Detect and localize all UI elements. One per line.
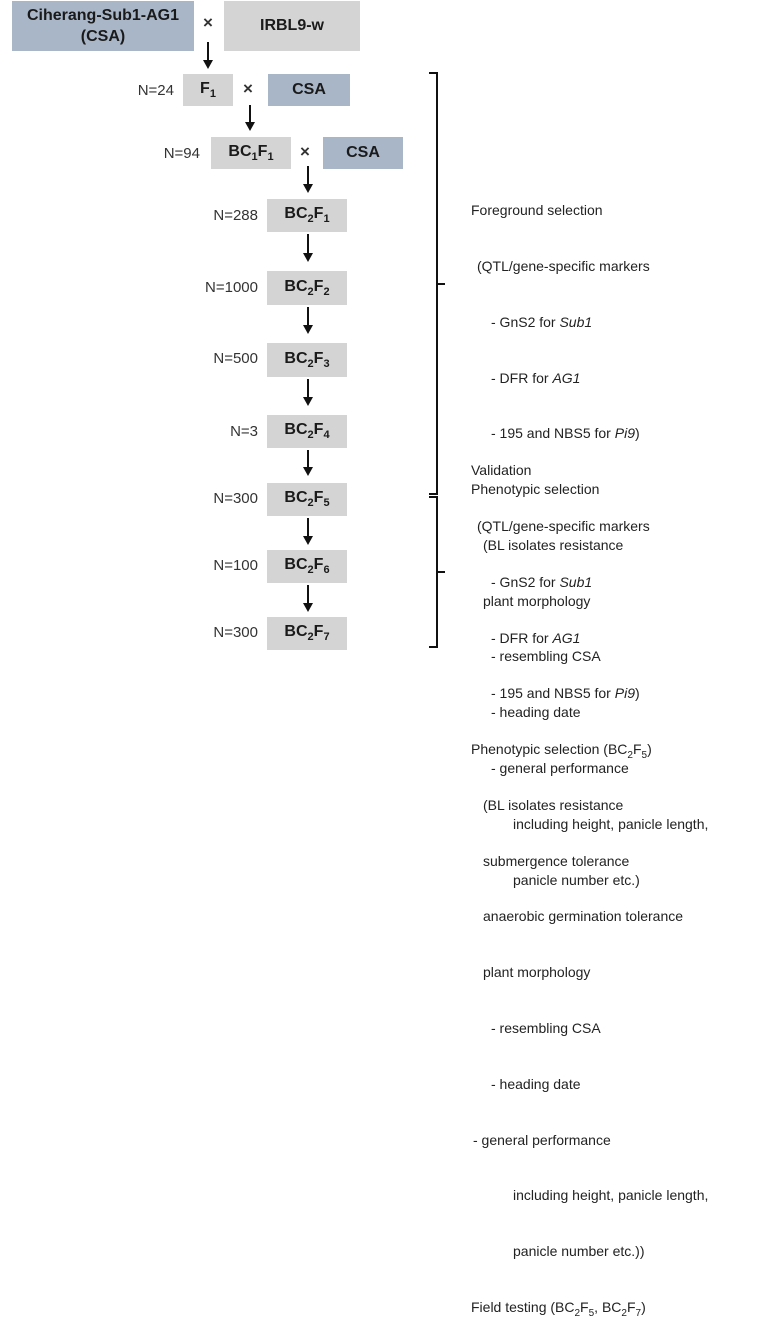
marker-pi9: - 195 and NBS5 for Pi9) <box>491 685 640 702</box>
gen-label: BC2F4 <box>284 421 330 442</box>
arrowhead <box>303 184 313 193</box>
pop-size-bc2f5: N=300 <box>213 490 258 507</box>
phenotypic-line: including height, panicle length, <box>513 1187 709 1204</box>
validation-markers-heading: (QTL/gene-specific markers <box>477 517 650 534</box>
gen-label: BC2F1 <box>284 205 330 226</box>
phenotypic-line: submergence tolerance <box>483 852 630 869</box>
gen-box-bc2f7: BC2F7 <box>267 617 347 650</box>
pop-size-f1: N=24 <box>137 82 174 99</box>
phenotypic-line: (BL isolates resistance <box>483 536 624 553</box>
bracket-foreground <box>429 72 445 495</box>
parent-ciherang-name: Ciherang-Sub1-AG1 <box>26 7 179 24</box>
recurrent-parent-box: CSA <box>323 137 403 169</box>
phenotypic-line: - general performance <box>473 1131 611 1148</box>
gen-label: BC1F1 <box>228 142 274 164</box>
phenotypic-line: plant morphology <box>483 964 591 981</box>
gen-box-bc1f1: BC1F1 <box>211 137 291 169</box>
phenotypic-title: Phenotypic selection <box>471 481 600 498</box>
phenotypic-line: - heading date <box>491 704 581 721</box>
pop-size-bc2f4: N=3 <box>230 423 258 440</box>
cross-symbol: × <box>300 142 310 161</box>
marker-sub1: - GnS2 for Sub1 <box>491 573 593 590</box>
recurrent-parent-box: CSA <box>268 74 350 106</box>
cross-symbol: × <box>243 79 253 98</box>
phenotypic-line: panicle number etc.)) <box>513 1243 645 1260</box>
gen-box-bc2f1: BC2F1 <box>267 199 347 232</box>
marker-ag1: - DFR for AG1 <box>491 629 581 646</box>
arrowhead <box>303 253 313 262</box>
arrowhead <box>303 536 313 545</box>
pop-size-bc2f3: N=500 <box>213 350 258 367</box>
validation-title: Validation <box>471 462 532 479</box>
pop-size-bc2f7: N=300 <box>213 624 258 641</box>
gen-label: BC2F2 <box>284 277 330 299</box>
gen-box-bc2f4: BC2F4 <box>267 415 347 448</box>
arrowhead <box>203 60 213 69</box>
phenotypic-line: - heading date <box>491 1075 581 1092</box>
pop-size-bc2f2: N=1000 <box>205 279 258 296</box>
field-testing-line: Field testing (BC2F5, BC2F7) <box>471 1298 646 1319</box>
arrowhead <box>303 603 313 612</box>
bracket-validation <box>429 496 445 648</box>
phenotypic-line: - resembling CSA <box>491 1020 601 1036</box>
parent-irbl9-name: IRBL9-w <box>260 17 324 34</box>
gen-label: F1 <box>200 79 216 101</box>
marker-ag1: - DFR for AG1 <box>491 369 581 386</box>
selection-notes-bottom: Validation (QTL/gene-specific markers - … <box>471 424 708 1335</box>
connector-lines <box>203 42 445 648</box>
foreground-markers-heading: (QTL/gene-specific markers <box>477 257 650 274</box>
gen-box-bc2f5: BC2F5 <box>267 483 347 516</box>
phenotypic-title-bc2f5: Phenotypic selection (BC2F5) <box>471 741 652 761</box>
gen-label: BC2F7 <box>284 623 330 644</box>
phenotypic-line: plant morphology <box>483 592 591 609</box>
gen-label: BC2F6 <box>284 556 330 577</box>
phenotypic-line: (BL isolates resistance <box>483 796 624 813</box>
gen-label: BC2F5 <box>284 489 330 510</box>
phenotypic-line: - resembling CSA <box>491 648 601 665</box>
arrowhead <box>303 397 313 406</box>
parent-ciherang-box: Ciherang-Sub1-AG1 (CSA) <box>12 1 194 51</box>
recurrent-parent-label: CSA <box>292 81 326 98</box>
pop-size-bc2f1: N=288 <box>213 207 258 224</box>
gen-box-bc2f2: BC2F2 <box>267 271 347 305</box>
marker-sub1: - GnS2 for Sub1 <box>491 313 593 330</box>
gen-label: BC2F3 <box>284 349 330 371</box>
marker-pi9: - 195 and NBS5 for Pi9) <box>491 425 640 442</box>
cross-symbol: × <box>203 13 213 32</box>
parent-irbl9-box: IRBL9-w <box>224 1 360 51</box>
parent-ciherang-abbrev: (CSA) <box>80 28 126 45</box>
arrowhead <box>245 122 255 131</box>
foreground-title: Foreground selection <box>471 202 603 219</box>
recurrent-parent-label: CSA <box>346 144 380 161</box>
pop-size-bc1f1: N=94 <box>163 145 200 162</box>
gen-box-bc2f3: BC2F3 <box>267 343 347 377</box>
phenotypic-line: anaerobic germination tolerance <box>483 908 684 925</box>
arrowhead <box>303 325 313 334</box>
gen-box-bc2f6: BC2F6 <box>267 550 347 583</box>
pop-size-bc2f6: N=100 <box>213 557 258 574</box>
gen-box-f1: F1 <box>183 74 233 106</box>
arrowhead <box>303 467 313 476</box>
